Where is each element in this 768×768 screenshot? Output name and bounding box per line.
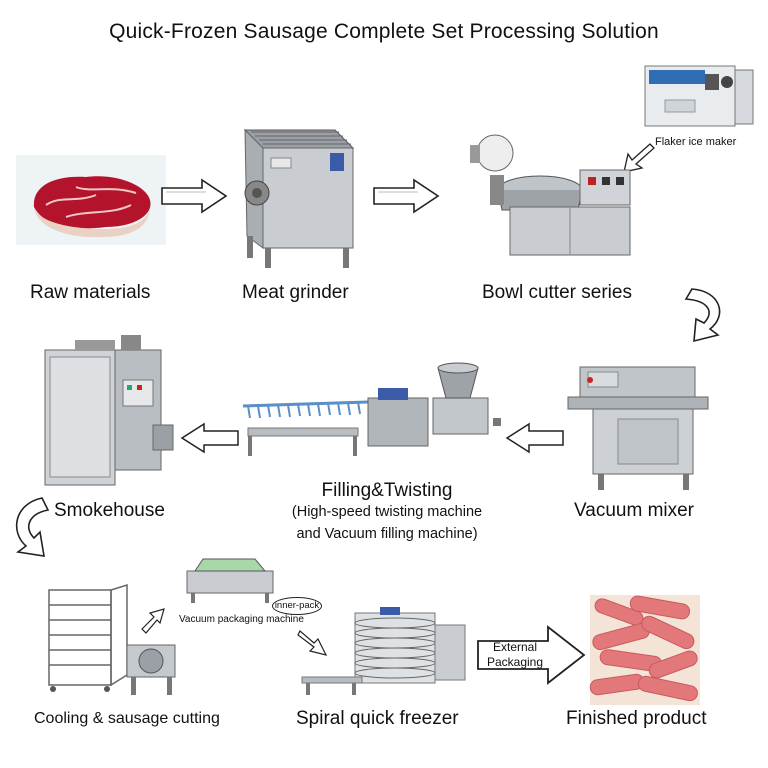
external-packaging-label-1: External bbox=[492, 640, 538, 654]
spiral-freezer-image bbox=[301, 607, 466, 695]
external-packaging-arrow-icon bbox=[477, 625, 586, 685]
arrow-left-icon bbox=[180, 422, 239, 454]
arrow-right-icon bbox=[373, 178, 440, 214]
curved-arrow-down-icon bbox=[15, 497, 50, 557]
cooling-cutting-label: Cooling & sausage cutting bbox=[34, 710, 220, 727]
smokehouse-image bbox=[44, 335, 174, 486]
vacuum-packaging-image bbox=[186, 558, 274, 603]
arrow-left-icon bbox=[505, 422, 564, 454]
raw-meat-image bbox=[16, 155, 166, 245]
inner-pack-badge: inner-pack bbox=[272, 597, 322, 615]
arrow-down-right-icon bbox=[297, 630, 328, 656]
filling-twisting-image bbox=[242, 362, 501, 456]
meat-grinder-label: Meat grinder bbox=[242, 282, 349, 303]
arrow-down-left-icon bbox=[623, 143, 655, 173]
curved-arrow-down-icon bbox=[684, 288, 721, 343]
finished-product-image bbox=[589, 595, 700, 705]
spiral-freezer-label: Spiral quick freezer bbox=[296, 708, 459, 729]
meat-grinder-image bbox=[243, 128, 355, 268]
filling-twisting-label: Filling&Twisting bbox=[321, 480, 453, 501]
finished-product-label: Finished product bbox=[566, 708, 707, 729]
bowl-cutter-image bbox=[470, 134, 631, 256]
external-packaging-label-2: Packaging bbox=[486, 655, 544, 669]
vacuum-packaging-label: Vacuum packaging machine bbox=[179, 614, 304, 625]
flaker-ice-maker-image bbox=[644, 65, 754, 127]
flaker-ice-maker-label: Flaker ice maker bbox=[655, 136, 737, 148]
vacuum-mixer-label: Vacuum mixer bbox=[574, 500, 695, 521]
arrow-right-icon bbox=[161, 178, 228, 214]
filling-twisting-subtitle-1: (High-speed twisting machine bbox=[291, 504, 483, 520]
raw-materials-label: Raw materials bbox=[30, 282, 151, 303]
arrow-up-right-icon bbox=[141, 608, 165, 634]
vacuum-mixer-image bbox=[567, 366, 709, 490]
bowl-cutter-label: Bowl cutter series bbox=[482, 282, 632, 303]
smokehouse-label: Smokehouse bbox=[54, 500, 165, 521]
filling-twisting-subtitle-2: and Vacuum filling machine) bbox=[296, 526, 478, 542]
cooling-cutting-image bbox=[48, 583, 176, 695]
page-title: Quick-Frozen Sausage Complete Set Proces… bbox=[109, 20, 659, 43]
